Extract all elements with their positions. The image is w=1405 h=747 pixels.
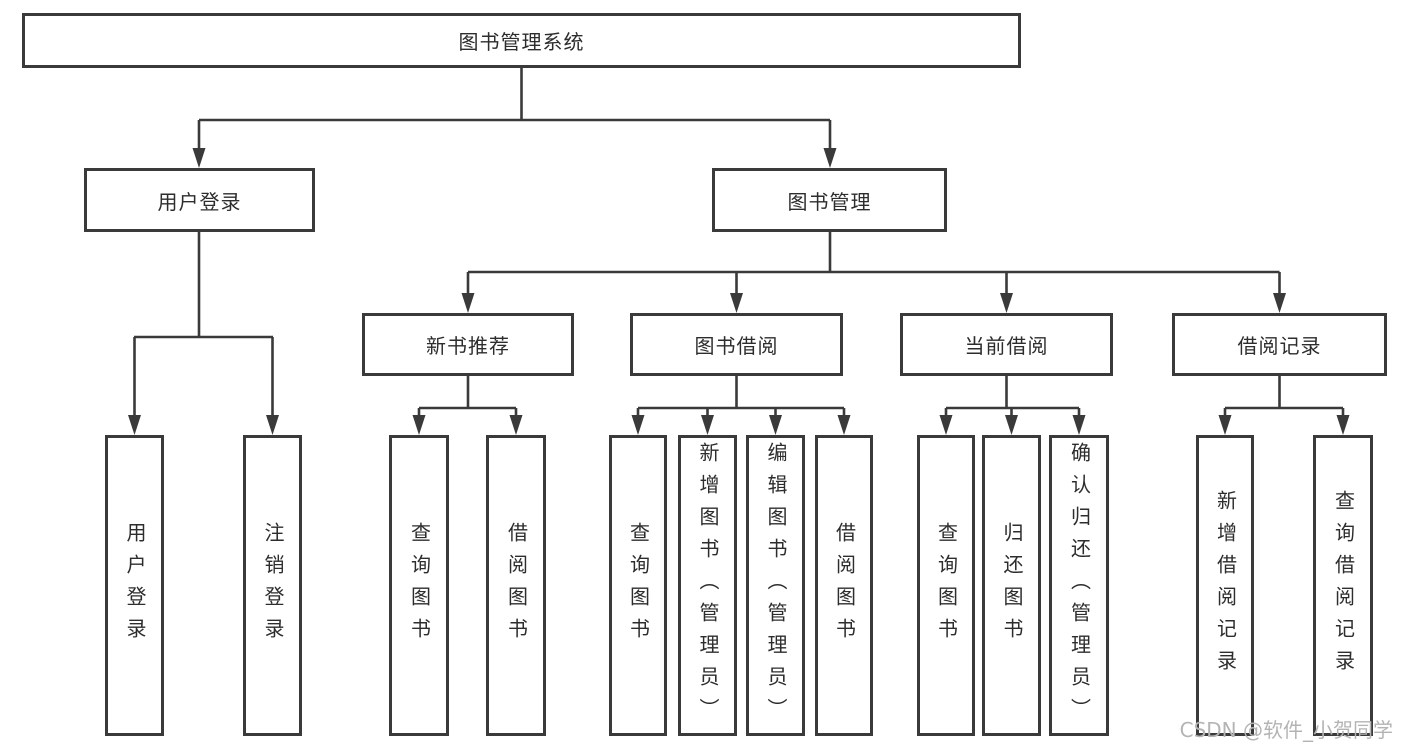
- node-label: 图书借阅: [694, 334, 779, 358]
- node-label: 图书管理系统: [458, 30, 585, 54]
- node-label: 查询图书: [934, 521, 959, 650]
- node-leaf-add-books-admin: 新增图书（管理员）: [678, 435, 737, 736]
- node-label: 新增图书（管理员）: [696, 441, 720, 730]
- node-label: 注销登录: [261, 521, 285, 650]
- node-leaf-confirm-return-admin: 确认归还（管理员）: [1049, 435, 1109, 736]
- node-label: 新增借阅记录: [1213, 489, 1238, 682]
- node-label: 用户登录: [123, 521, 147, 650]
- node-current-borrow: 当前借阅: [900, 313, 1113, 376]
- borrow-records-connectors: [1218, 376, 1350, 435]
- node-borrow-records: 借阅记录: [1172, 313, 1387, 376]
- node-leaf-query-borrow-record: 查询借阅记录: [1313, 435, 1373, 736]
- node-label: 查询借阅记录: [1331, 489, 1356, 682]
- node-label: 编辑图书（管理员）: [764, 441, 788, 730]
- node-leaf-logout-login: 注销登录: [243, 435, 302, 736]
- node-new-book-rec: 新书推荐: [362, 313, 574, 376]
- node-book-borrow: 图书借阅: [630, 313, 843, 376]
- node-leaf-edit-books-admin: 编辑图书（管理员）: [746, 435, 805, 736]
- book-borrow-connectors: [631, 376, 851, 435]
- node-label: 确认归还（管理员）: [1067, 441, 1092, 730]
- node-leaf-user-login: 用户登录: [105, 435, 164, 736]
- new-book-rec-connectors: [412, 376, 523, 435]
- node-book-mgmt: 图书管理: [712, 168, 947, 232]
- node-leaf-add-borrow-record: 新增借阅记录: [1196, 435, 1254, 736]
- node-leaf-query-books-rec: 查询图书: [389, 435, 449, 736]
- node-label: 图书管理: [787, 189, 872, 214]
- node-label: 归还图书: [1000, 521, 1024, 650]
- node-library-system: 图书管理系统: [22, 13, 1021, 68]
- book-mgmt-connectors: [461, 232, 1286, 313]
- node-label: 用户登录: [157, 189, 242, 214]
- node-label: 查询图书: [626, 521, 651, 650]
- current-borrow-connectors: [939, 376, 1086, 435]
- node-leaf-query-books-current: 查询图书: [917, 435, 975, 736]
- node-leaf-query-books-borrow: 查询图书: [609, 435, 667, 736]
- user-login-connectors: [128, 232, 279, 435]
- node-label: 新书推荐: [426, 334, 510, 358]
- node-label: 查询图书: [407, 521, 432, 650]
- node-leaf-borrow-books: 借阅图书: [815, 435, 873, 736]
- node-label: 借阅图书: [832, 521, 857, 650]
- root-connectors: [192, 68, 837, 168]
- node-label: 当前借阅: [964, 334, 1049, 358]
- node-user-login: 用户登录: [84, 168, 315, 232]
- node-label: 借阅记录: [1237, 334, 1322, 358]
- node-leaf-borrow-books-rec: 借阅图书: [486, 435, 546, 736]
- node-leaf-return-books: 归还图书: [982, 435, 1041, 736]
- node-label: 借阅图书: [504, 521, 529, 650]
